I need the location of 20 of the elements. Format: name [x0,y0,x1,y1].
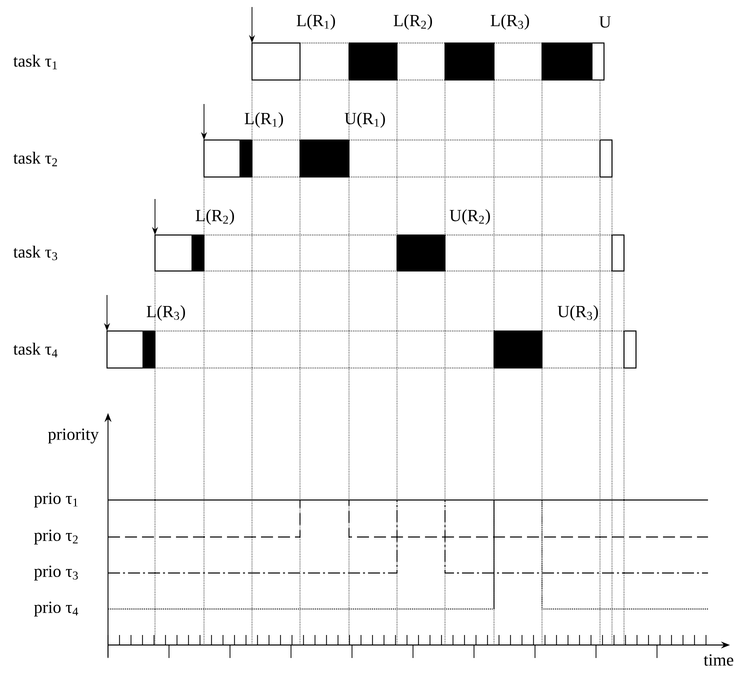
priority-level-label: prio τ$_{4}$ [34,602,78,616]
lock-label: L(R$_{3}$) [146,305,185,321]
lock-label: L(R$_{3}$) [490,14,529,30]
row-label: task τ$_{4}$ [13,342,58,358]
lock-label: L(R$_{2}$) [196,209,234,225]
lock-label: L(R$_{2}$) [394,14,432,30]
lock-label: L(R$_{1}$) [244,112,283,128]
row-label: task τ$_{2}$ [13,152,57,166]
unlock-label: U(R$_{2}$) [450,209,490,225]
row-label: task τ$_{3}$ [13,246,58,260]
unlock-label: U(R$_{1}$) [344,112,385,128]
priority-level-label: prio τ$_{1}$ [34,492,78,508]
unlock-label: U(R$_{3}$) [558,305,598,321]
lock-label: L(R$_{1}$) [296,14,335,30]
row-label: task τ$_{1}$ [13,54,57,70]
priority-level-label: prio τ$_{3}$ [34,566,78,580]
axis-label: time [704,654,734,666]
priority-level-label: prio τ$_{2}$ [34,530,78,544]
axis-label: priority [48,428,99,444]
unlock-label: U [599,16,611,28]
